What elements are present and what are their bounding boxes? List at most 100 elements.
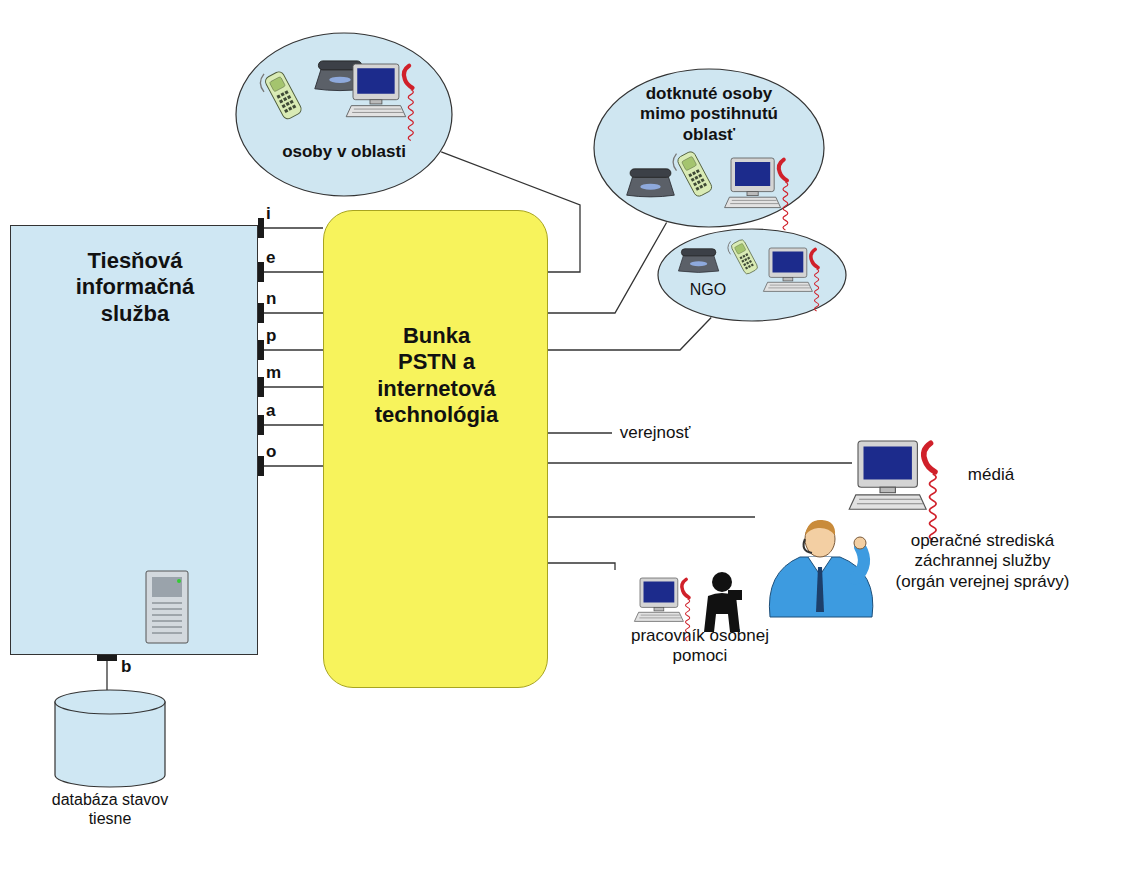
pc-icon-part bbox=[639, 615, 681, 618]
mobile-icon-part bbox=[696, 169, 700, 173]
node-graphic bbox=[657, 228, 847, 322]
server-icon-part bbox=[152, 633, 182, 634]
silh-icon-part bbox=[728, 590, 742, 600]
mobile-icon-part bbox=[694, 176, 698, 180]
group-ellipse bbox=[658, 229, 846, 321]
network-box: Bunka PSTN a internetová technológia bbox=[323, 210, 548, 688]
interface-port bbox=[258, 303, 264, 323]
node-text: databáza stavov tiesne bbox=[35, 790, 185, 828]
pc-icon-part bbox=[768, 285, 810, 288]
interface-letter: o bbox=[266, 443, 276, 462]
pc-icon-part bbox=[640, 578, 678, 607]
person-icon-part bbox=[816, 567, 824, 612]
connector-line bbox=[548, 516, 755, 517]
cyl-icon-part bbox=[55, 702, 165, 787]
pc-icon bbox=[763, 248, 818, 311]
interface-letter: b bbox=[121, 658, 131, 677]
mobile-icon-part bbox=[676, 150, 713, 198]
pc-icon-part bbox=[352, 109, 403, 112]
node-graphic bbox=[235, 32, 453, 197]
mobile-icon-part bbox=[286, 102, 290, 106]
silh-icon-part bbox=[712, 572, 732, 592]
server-icon-part bbox=[152, 603, 182, 604]
audience-label: verejnosť bbox=[612, 422, 697, 446]
mobile-icon-part bbox=[745, 253, 748, 256]
interface-port bbox=[258, 377, 264, 397]
server-icon-part bbox=[146, 571, 188, 643]
pc-icon-part bbox=[930, 474, 937, 540]
pc-icon bbox=[346, 64, 413, 141]
mobile-icon-part bbox=[693, 182, 697, 186]
node-text: verejnosť bbox=[615, 423, 695, 443]
interface-port bbox=[258, 340, 264, 360]
node-text: osoby v oblasti bbox=[259, 142, 429, 162]
mobile-icon-part bbox=[288, 107, 292, 111]
group-ellipse bbox=[236, 33, 452, 196]
connector-line bbox=[548, 432, 612, 433]
pc-icon-part bbox=[725, 197, 781, 207]
person-icon-part bbox=[855, 547, 864, 579]
pc-icon-part bbox=[779, 160, 787, 181]
node-text: pracovník osobnej pomoci bbox=[610, 626, 790, 667]
phone-icon bbox=[678, 249, 718, 273]
service-box: Tiesňová informačná služba bbox=[10, 225, 258, 655]
person-icon bbox=[769, 520, 872, 617]
mobile-icon-part bbox=[279, 99, 283, 103]
server-icon-part bbox=[152, 577, 182, 597]
interface-letter: a bbox=[266, 402, 275, 421]
server-icon-part bbox=[152, 621, 182, 622]
pc-icon-part bbox=[773, 252, 804, 273]
mobile-icon-part bbox=[699, 185, 703, 189]
mobile-icon-part bbox=[751, 263, 754, 266]
pc-icon-part bbox=[747, 192, 758, 196]
mobile-icon-part bbox=[697, 180, 701, 184]
pc-icon-part bbox=[783, 182, 788, 230]
phone-icon-part bbox=[681, 249, 716, 256]
mobile-icon-part bbox=[701, 178, 705, 182]
mobile-icon-part bbox=[290, 100, 294, 104]
mobile-icon-part bbox=[287, 95, 291, 99]
interface-port bbox=[258, 218, 264, 238]
mobile-icon-part bbox=[747, 257, 750, 260]
assistance-worker: pracovník osobnej pomoci bbox=[600, 570, 800, 668]
media-station: médiá bbox=[852, 435, 1027, 525]
node-text: Tiesňová informačná služba bbox=[60, 248, 210, 327]
node-text: operačné strediská záchrannej služby (or… bbox=[895, 531, 1070, 592]
pc-icon bbox=[849, 441, 936, 540]
pc-icon-part bbox=[682, 579, 689, 597]
person-icon-part bbox=[805, 520, 835, 535]
mobile-icon-part bbox=[692, 171, 696, 175]
pc-icon-part bbox=[858, 441, 917, 487]
mobile-icon-part bbox=[748, 265, 751, 268]
interface-port bbox=[258, 262, 264, 282]
mobile-icon-part bbox=[743, 263, 746, 266]
node-graphic bbox=[324, 211, 549, 689]
pc-icon-part bbox=[730, 200, 778, 203]
mobile-icon-part bbox=[284, 90, 288, 94]
mobile-icon-part bbox=[264, 70, 303, 121]
mobile-icon-part bbox=[276, 94, 280, 98]
mobile-icon-part bbox=[741, 260, 744, 263]
pc-icon-part bbox=[353, 64, 399, 100]
user-group-ellipse: dotknuté osoby mimo postihnutú oblasť bbox=[593, 68, 825, 228]
connector-line bbox=[258, 312, 323, 313]
mobile-icon-part bbox=[730, 239, 758, 276]
mobile-icon-part bbox=[734, 243, 746, 254]
mobile-icon-part bbox=[264, 70, 303, 121]
node-graphic bbox=[50, 690, 170, 830]
node-text: dotknuté osoby mimo postihnutú oblasť bbox=[634, 84, 784, 145]
server-icon-part bbox=[177, 579, 181, 583]
mobile-icon-part bbox=[269, 76, 285, 91]
interface-letter: p bbox=[266, 327, 276, 346]
mobile-icon bbox=[728, 239, 759, 276]
mobile-icon-part bbox=[745, 267, 748, 270]
mobile-icon-part bbox=[744, 258, 747, 261]
node-text: Bunka PSTN a internetová technológia bbox=[371, 323, 502, 429]
pc-icon-part bbox=[346, 106, 406, 117]
pc-icon-part bbox=[654, 607, 664, 611]
mobile-icon-part bbox=[688, 173, 692, 177]
phone-icon-part bbox=[640, 184, 660, 190]
interface-letter: n bbox=[266, 290, 276, 309]
mobile-icon-part bbox=[698, 174, 702, 178]
